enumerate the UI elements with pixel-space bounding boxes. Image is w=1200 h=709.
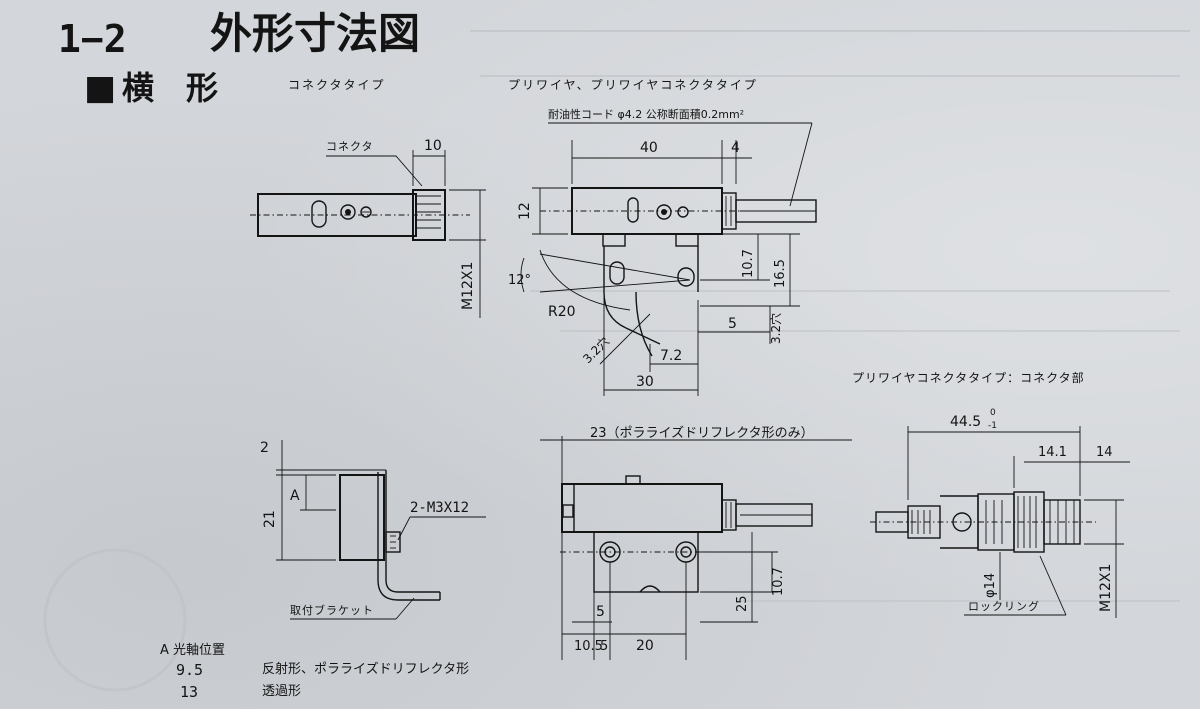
bracket-outline-top [603,246,661,345]
dim-7-2: 7.2 [660,348,682,364]
dim-m12x1-side: M12X1 [460,262,476,310]
connector-type-label: コネクタタイプ [288,78,386,92]
connector-label: コネクタ [326,140,374,153]
dim-25: 25 [735,595,750,612]
dim-3-2-hole-left: 3.2穴 [580,334,613,367]
subsection-title: 横 形 [122,69,218,107]
dim-14: 14 [1096,445,1113,460]
connector-type-view: 10 コネクタ M12X1 [250,138,486,318]
cord-spec-label: 耐油性コード φ4.2 公称断面積0.2mm² [548,107,744,121]
subsection-mark: ■ [84,68,116,108]
legend-row-value: 9.5 [176,661,203,679]
bleed-through-texture [43,30,1190,692]
dim-21: 21 [262,510,278,528]
legend-row-value: 13 [180,683,198,701]
dim-5-front: 5 [596,604,605,620]
dim-5-bottom: 5 [600,639,608,654]
legend-row-description: 透過形 [262,684,301,699]
bracket-label: 取付ブラケット [290,603,374,617]
prewire-type-view: 耐油性コード φ4.2 公称断面積0.2mm² 40 4 12 [508,107,817,396]
m12-thread [1043,499,1081,545]
dim-4: 4 [731,140,740,156]
dim-r20: R20 [548,304,576,320]
dim-14-1: 14.1 [1038,445,1067,460]
dim-m12x1-detail: M12X1 [1098,564,1114,612]
prewire-type-label: プリワイヤ、プリワイヤコネクタタイプ [508,78,758,92]
dim-10-7-front: 10.7 [771,567,786,596]
section-number: 1−2 [58,17,127,61]
dim-44-5-tol-lower: -1 [988,421,997,431]
dim-40: 40 [640,140,658,156]
optical-axis-legend: A 光軸位置 9.5 反射形、ポラライズドリフレクタ形 13 透過形 [160,643,469,701]
dim-10-7-top: 10.7 [741,249,756,278]
dim-20: 20 [636,638,654,654]
dim-12-deg: 12° [508,273,531,288]
bracket-profile [385,470,440,593]
connector-detail-label: プリワイヤコネクタタイプ：コネクタ部 [852,370,1085,385]
screw-label: 2-M3X12 [410,500,469,516]
dim-44-5-tol-upper: 0 [990,408,996,418]
dim-30: 30 [636,374,654,390]
dim-phi-14: φ14 [983,573,998,598]
mounting-slot [311,200,327,228]
front-view: 23（ポラライズドリフレクタ形のみ） 10.7 25 5 [540,425,852,660]
dim-12: 12 [517,202,533,220]
connector-body [940,495,979,549]
front-bracket [593,531,699,593]
dim-5-top: 5 [728,316,737,332]
lock-ring-label: ロックリング [968,599,1040,613]
dim-a: A [290,488,300,504]
dim-10: 10 [424,138,442,154]
bracket-side-view: 2 A 21 2-M3X12 取付ブラケット [260,440,486,620]
legend-row-description: 反射形、ポラライズドリフレクタ形 [262,661,469,677]
adjuster-screw [360,206,372,218]
front-body-outline [561,483,723,533]
dim-2: 2 [260,440,269,456]
legend-heading: A 光軸位置 [160,643,225,658]
dim-10-5: 10.5 [574,639,603,654]
indicator-lens [340,204,356,220]
polarized-note: 23（ポラライズドリフレクタ形のみ） [590,425,814,441]
dim-3-2-hole-right: 3.2穴 [768,313,783,344]
connector-detail-view: プリワイヤコネクタタイプ：コネクタ部 44.5 0 -1 [852,370,1130,618]
dim-44-5: 44.5 [950,414,981,430]
section-title: 外形寸法図 [210,9,420,58]
dim-16-5: 16.5 [773,259,788,288]
